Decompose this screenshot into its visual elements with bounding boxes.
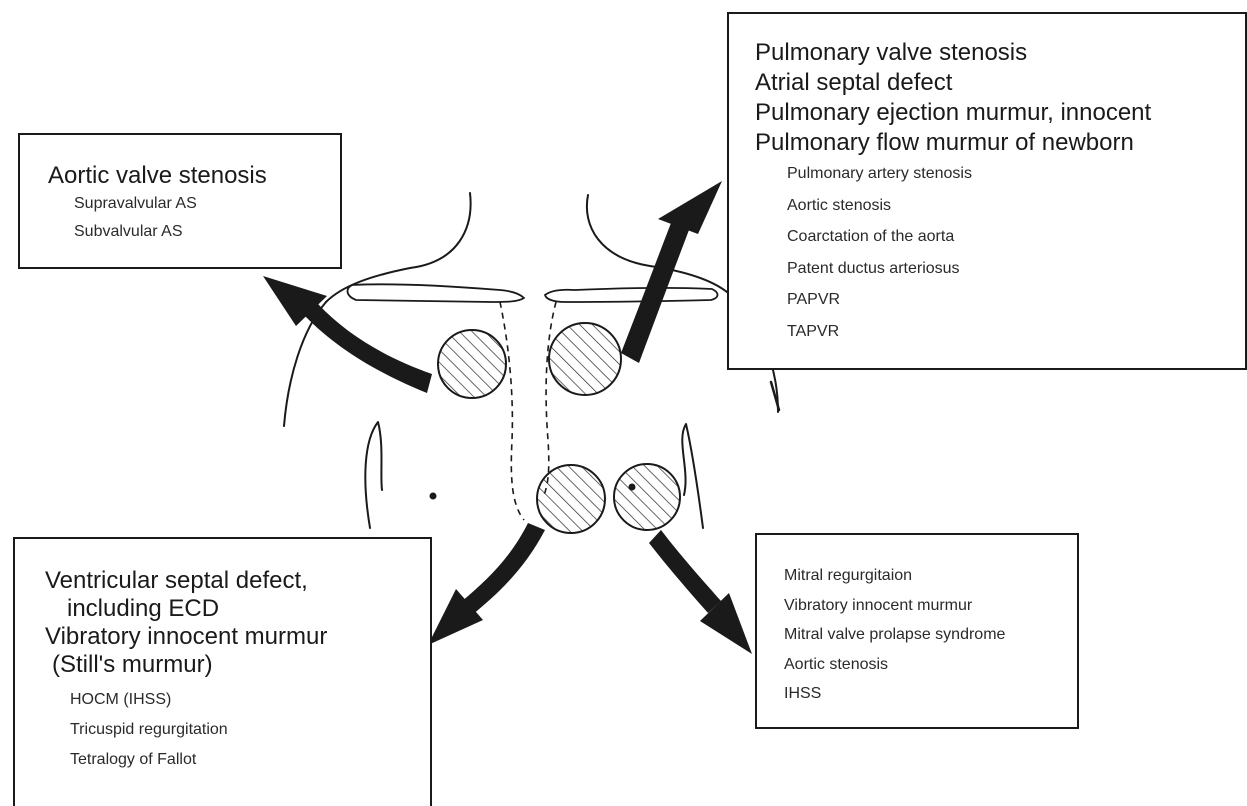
sternum-right-border: [544, 302, 556, 495]
tricuspid-primary-item: Vibratory innocent murmur: [45, 623, 430, 651]
pulmonic-secondary-item: TAPVR: [755, 316, 1245, 348]
aortic-secondary-item: Subvalvular AS: [48, 218, 340, 246]
mitral-area-box: Mitral regurgitaion Vibratory innocent m…: [755, 533, 1079, 729]
torso-outline: [284, 193, 778, 528]
aortic-area-box: Aortic valve stenosis Supravalvular AS S…: [18, 133, 342, 269]
mitral-secondary-item: Aortic stenosis: [784, 650, 1077, 680]
tricuspid-primary-item: (Still's murmur): [45, 651, 430, 679]
aortic-secondary-item: Supravalvular AS: [48, 190, 340, 218]
pulmonic-secondary-item: Pulmonary artery stenosis: [755, 158, 1245, 190]
aortic-primary-item: Aortic valve stenosis: [48, 161, 340, 190]
pulmonic-primary-item: Atrial septal defect: [755, 68, 1245, 98]
armpit-right: [682, 424, 703, 528]
pulmonic-secondary-item: Coarctation of the aorta: [755, 221, 1245, 253]
tricuspid-secondary-item: Tetralogy of Fallot: [45, 745, 430, 775]
sternum-left-border: [500, 302, 524, 520]
pulmonic-secondary-item: Aortic stenosis: [755, 190, 1245, 222]
armpit-left: [365, 422, 382, 528]
pulmonic-area-circle: [549, 323, 621, 395]
tricuspid-primary-item: Ventricular septal defect,: [45, 567, 430, 595]
mitral-area-circle: [614, 464, 680, 530]
aortic-area-circle: [438, 330, 506, 398]
pulmonic-primary-item: Pulmonary valve stenosis: [755, 38, 1245, 68]
arrow-to-pulmonic-box: [621, 181, 722, 363]
mitral-secondary-item: IHSS: [784, 679, 1077, 709]
pulmonic-primary-item: Pulmonary ejection murmur, innocent: [755, 98, 1245, 128]
mitral-secondary-item: Mitral regurgitaion: [784, 561, 1077, 591]
pulmonic-secondary-item: Patent ductus arteriosus: [755, 253, 1245, 285]
clavicle-left: [347, 284, 524, 302]
tricuspid-area-box: Ventricular septal defect, including ECD…: [13, 537, 432, 806]
pulmonic-primary-item: Pulmonary flow murmur of newborn: [755, 128, 1245, 158]
nipple-left: [430, 493, 437, 500]
arrow-to-tricuspid-box: [428, 523, 545, 645]
auscultation-areas: [438, 323, 680, 533]
tricuspid-secondary-item: HOCM (IHSS): [45, 685, 430, 715]
pulmonic-secondary-item: PAPVR: [755, 284, 1245, 316]
arrow-to-mitral-box: [649, 530, 752, 654]
tricuspid-primary-item: including ECD: [45, 595, 430, 623]
mitral-secondary-item: Mitral valve prolapse syndrome: [784, 620, 1077, 650]
tricuspid-area-circle: [537, 465, 605, 533]
tricuspid-secondary-item: Tricuspid regurgitation: [45, 715, 430, 745]
pulmonic-area-box: Pulmonary valve stenosis Atrial septal d…: [727, 12, 1247, 370]
mitral-secondary-item: Vibratory innocent murmur: [784, 591, 1077, 621]
nipple-right: [629, 484, 636, 491]
clavicle-right: [545, 288, 718, 302]
